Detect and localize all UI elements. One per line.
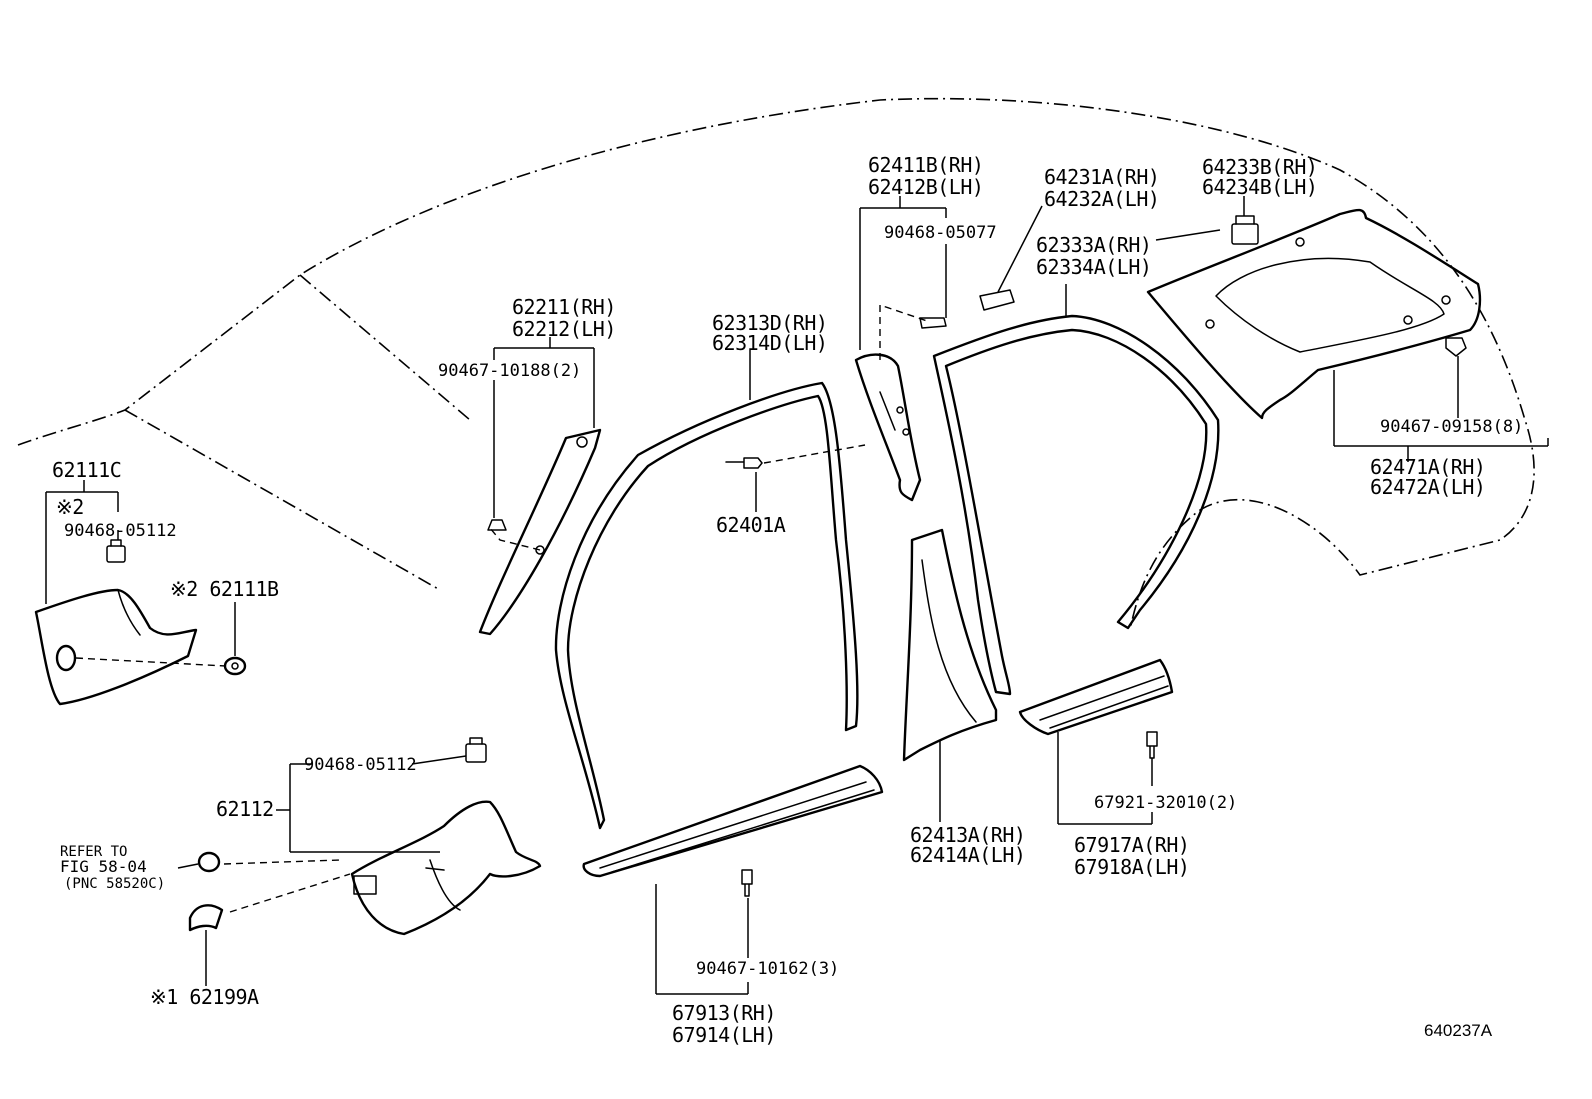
vehicle-outline: [17, 97, 1535, 631]
label-67921-32010: 67921-32010(2): [1094, 793, 1237, 813]
front-pillar-garnish-62211: [478, 428, 602, 636]
label-90467-10162: 90467-10162(3): [696, 959, 839, 979]
cowl-trim-62111C: [34, 588, 227, 706]
label-67914-lh: 67914(LH): [672, 1023, 776, 1047]
screw-icon: [1445, 337, 1467, 357]
screw-icon: [741, 869, 753, 897]
rear-door-weatherstrip-62333A: [932, 314, 1220, 696]
label-90468-05077: 90468-05077: [884, 223, 997, 243]
label-refer-to: REFER TO: [60, 844, 127, 860]
label-90467-10188: 90467-10188(2): [438, 361, 581, 381]
front-scuff-plate-67913: [582, 764, 884, 878]
label-67918A-lh: 67918A(LH): [1074, 855, 1189, 879]
label-62334A-lh: 62334A(LH): [1036, 255, 1151, 279]
center-pillar-lower-62413A: [902, 528, 998, 762]
clip-icon: [1231, 215, 1259, 245]
fastener-icon: [223, 656, 247, 676]
quarter-trim-62471A: [1146, 208, 1482, 420]
label-62333A-rh: 62333A(RH): [1036, 233, 1151, 257]
part-labels: 62111C ※2 90468-05112 ※2 62111B 90468-05…: [52, 153, 1523, 1047]
label-62111C-note: ※2: [56, 495, 84, 519]
kick-panel-62112: [223, 800, 542, 936]
clip-icon: [979, 289, 1015, 311]
label-refer-pnc: (PNC 58520C): [64, 876, 165, 892]
label-62314D-lh: 62314D(LH): [712, 331, 827, 355]
label-62412B-lh: 62412B(LH): [868, 175, 983, 199]
label-67913-rh: 67913(RH): [672, 1001, 776, 1025]
clip-icon: [919, 317, 947, 329]
center-pillar-upper-62411B: [854, 304, 931, 502]
fastener-icon: [197, 851, 221, 873]
label-refer-fig: FIG 58-04: [60, 857, 147, 876]
screw-icon: [1146, 731, 1158, 759]
label-90468-05112-b: 90468-05112: [304, 755, 417, 775]
label-67917A-rh: 67917A(RH): [1074, 833, 1189, 857]
label-62411B-rh: 62411B(RH): [868, 153, 983, 177]
label-62111C: 62111C: [52, 458, 121, 482]
label-62313D-rh: 62313D(RH): [712, 311, 827, 335]
clip-icon: [487, 519, 507, 531]
label-62414A-lh: 62414A(LH): [910, 843, 1025, 867]
label-62471A-rh: 62471A(RH): [1370, 455, 1485, 479]
rear-scuff-plate-67917A: [1018, 658, 1174, 736]
retainer-icon: [188, 904, 224, 932]
label-64234B-lh: 64234B(LH): [1202, 175, 1317, 199]
label-64232A-lh: 64232A(LH): [1044, 187, 1159, 211]
label-62212-lh: 62212(LH): [512, 317, 616, 341]
clip-icon: [106, 539, 126, 563]
label-62199A: ※1 62199A: [150, 985, 259, 1009]
screw-icon: [725, 444, 866, 469]
label-62472A-lh: 62472A(LH): [1370, 475, 1485, 499]
label-62111B: ※2 62111B: [170, 577, 279, 601]
clip-icon: [465, 737, 487, 763]
label-62413A-rh: 62413A(RH): [910, 823, 1025, 847]
label-62401A: 62401A: [716, 513, 786, 537]
leader-lines: [45, 196, 1549, 995]
front-door-weatherstrip-62313D: [554, 381, 859, 830]
label-62211-rh: 62211(RH): [512, 295, 616, 319]
label-90468-05112-a: 90468-05112: [64, 521, 177, 541]
label-90467-09158: 90467-09158(8): [1380, 417, 1523, 437]
figure-id: 640237A: [1424, 1021, 1493, 1040]
label-64231A-rh: 64231A(RH): [1044, 165, 1159, 189]
label-64233B-rh: 64233B(RH): [1202, 155, 1317, 179]
label-62112: 62112: [216, 797, 274, 821]
